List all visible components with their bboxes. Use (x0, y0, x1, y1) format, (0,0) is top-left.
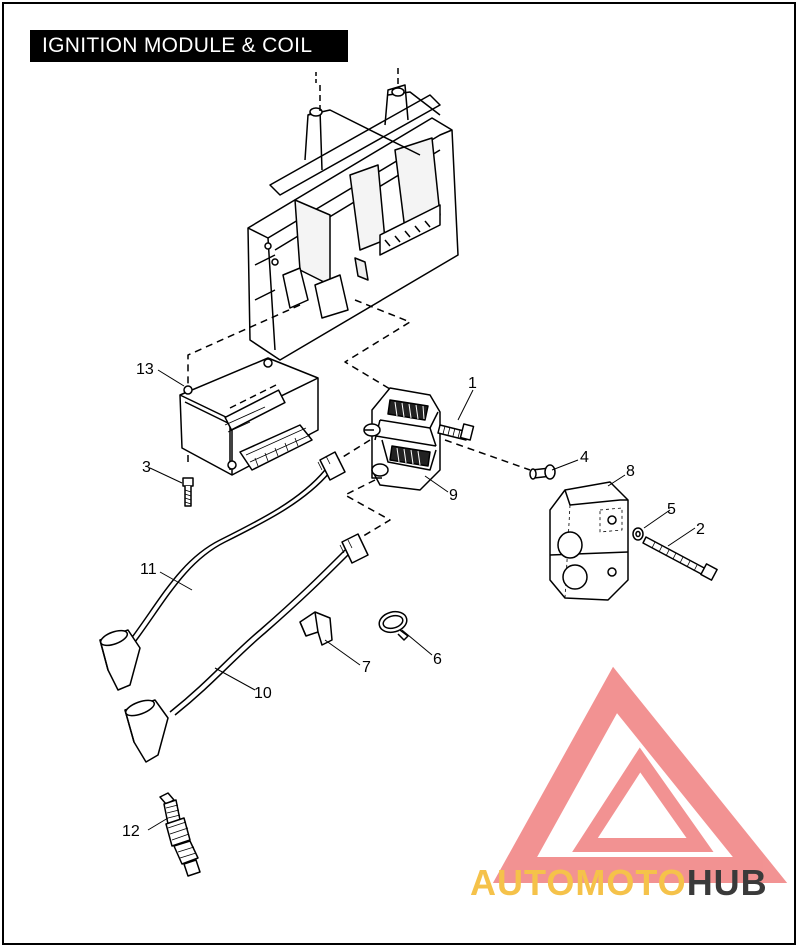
long-bolt (642, 536, 718, 581)
spark-plug (159, 792, 201, 877)
callout-13: 13 (136, 361, 154, 378)
ignition-coil (363, 387, 441, 491)
watermark-brand: AUTOMOTOHUB (470, 862, 800, 906)
coil-bolt (437, 423, 475, 441)
spacer (529, 464, 556, 480)
hose-clamp (378, 610, 409, 641)
coil-cover (549, 481, 629, 601)
ignition-module (179, 357, 319, 476)
brand-hub: HUB (686, 862, 768, 903)
mounting-bracket (247, 84, 459, 361)
brand-moto: MOTO (575, 862, 687, 903)
watermark-logo-icon (492, 666, 788, 883)
callout-9: 9 (449, 487, 458, 504)
callout-leaders (147, 369, 696, 831)
callout-1: 1 (468, 375, 477, 392)
washer (632, 527, 644, 541)
spark-plug-wire-10 (124, 533, 369, 763)
callout-7: 7 (362, 659, 371, 676)
callout-3: 3 (142, 459, 151, 476)
wire-clip (299, 611, 333, 646)
callout-4: 4 (580, 449, 589, 466)
callout-6: 6 (433, 651, 442, 668)
module-screw (182, 477, 194, 507)
callout-12: 12 (122, 823, 140, 840)
callout-10: 10 (254, 685, 272, 702)
callout-2: 2 (696, 521, 705, 538)
callout-8: 8 (626, 463, 635, 480)
callout-11: 11 (140, 561, 157, 578)
spark-plug-wire-11 (99, 451, 346, 691)
callout-5: 5 (667, 501, 676, 518)
diagram-title: IGNITION MODULE & COIL (30, 30, 348, 62)
brand-auto: AUTO (470, 862, 576, 903)
